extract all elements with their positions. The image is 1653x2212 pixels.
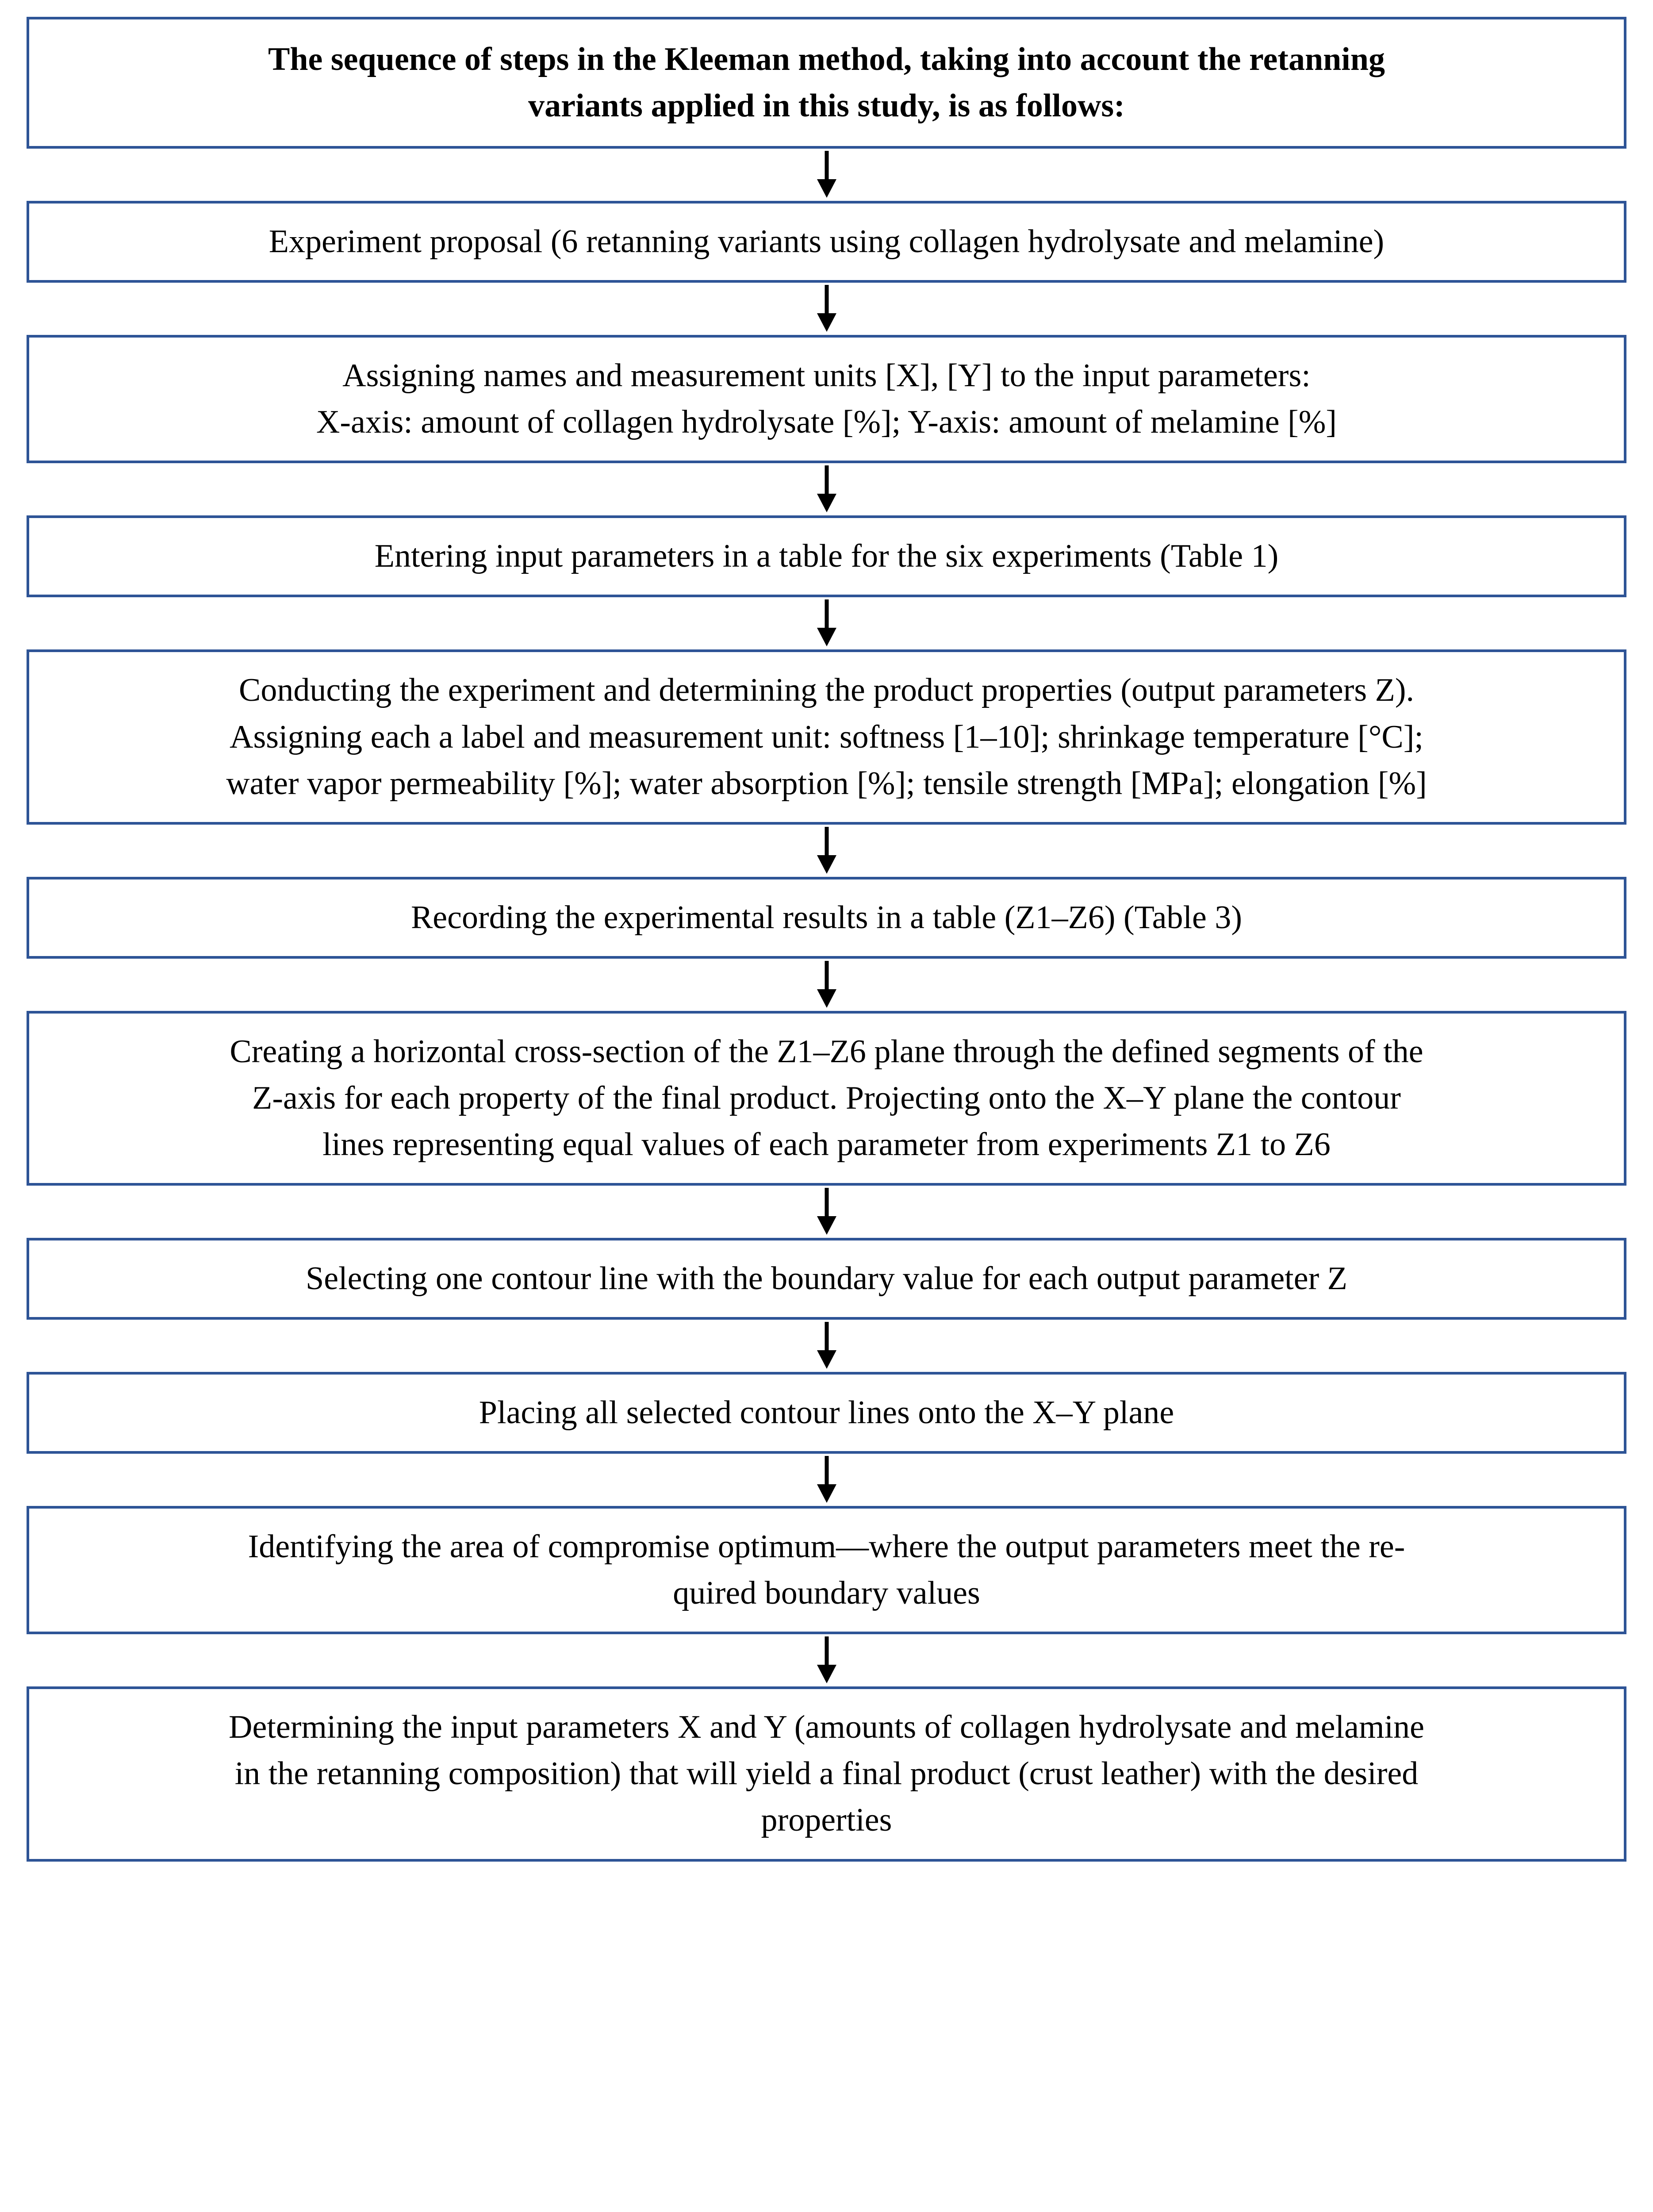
flowchart-step-text: Identifying the area of compromise optim… (248, 1528, 1405, 1612)
flowchart-step-box: Selecting one contour line with the boun… (27, 1238, 1626, 1320)
flowchart-step-box: Experiment proposal (6 retanning variant… (27, 201, 1626, 283)
flowchart-step-box: Determining the input parameters X and Y… (27, 1686, 1626, 1862)
down-arrow-icon (27, 149, 1626, 201)
down-arrow-icon (27, 825, 1626, 877)
flowchart-step-box: Recording the experimental results in a … (27, 876, 1626, 959)
down-arrow-icon (27, 1634, 1626, 1686)
down-arrow-icon (27, 1454, 1626, 1506)
flowchart-step-text: Conducting the experiment and determinin… (226, 672, 1427, 802)
flowchart-header-text: The sequence of steps in the Kleeman met… (268, 41, 1385, 124)
flowchart-step-text: Creating a horizontal cross-section of t… (230, 1033, 1423, 1163)
flowchart-step-text: Experiment proposal (6 retanning variant… (268, 223, 1385, 260)
flowchart-step-box: Placing all selected contour lines onto … (27, 1372, 1626, 1454)
flowchart-step-text: Assigning names and measurement units [X… (316, 357, 1337, 441)
flowchart: The sequence of steps in the Kleeman met… (27, 17, 1626, 1862)
flowchart-step-box: Creating a horizontal cross-section of t… (27, 1010, 1626, 1186)
down-arrow-icon (27, 463, 1626, 515)
flowchart-step-box: Entering input parameters in a table for… (27, 515, 1626, 598)
down-arrow-icon (27, 597, 1626, 649)
down-arrow-icon (27, 1320, 1626, 1372)
flowchart-header-box: The sequence of steps in the Kleeman met… (27, 17, 1626, 149)
flowchart-step-text: Entering input parameters in a table for… (374, 538, 1279, 575)
down-arrow-icon (27, 1186, 1626, 1238)
flowchart-step-text: Selecting one contour line with the boun… (306, 1260, 1347, 1297)
down-arrow-icon (27, 283, 1626, 335)
flowchart-step-box: Assigning names and measurement units [X… (27, 335, 1626, 464)
flowchart-step-text: Recording the experimental results in a … (410, 899, 1243, 936)
flowchart-step-text: Placing all selected contour lines onto … (479, 1394, 1174, 1431)
down-arrow-icon (27, 959, 1626, 1011)
flowchart-step-box: Conducting the experiment and determinin… (27, 649, 1626, 825)
flowchart-step-box: Identifying the area of compromise optim… (27, 1506, 1626, 1635)
flowchart-step-text: Determining the input parameters X and Y… (229, 1709, 1424, 1839)
